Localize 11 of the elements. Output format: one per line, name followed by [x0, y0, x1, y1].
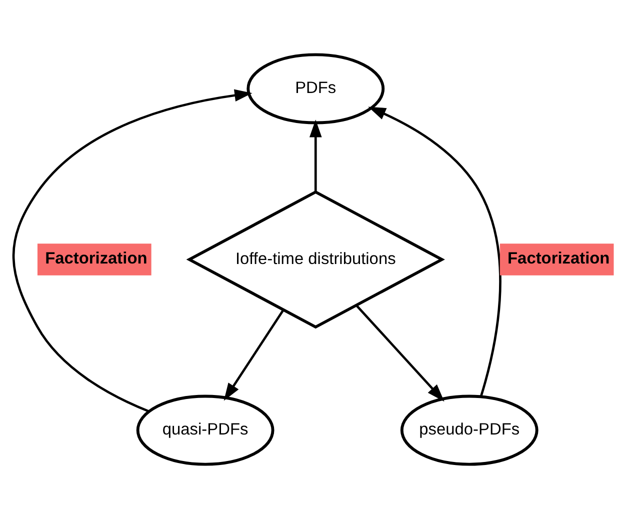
edge-label: Factorization [508, 249, 610, 268]
edge-label: Factorization [45, 249, 148, 268]
arrow [356, 304, 444, 402]
arrow [368, 106, 502, 397]
arrow [309, 120, 322, 192]
arrow [12, 89, 252, 412]
node-ellipse: pseudo-PDFs [400, 394, 538, 466]
node-diamond: Ioffe-time distributions [186, 190, 445, 329]
arrow [224, 309, 284, 401]
node-ellipse: quasi-PDFs [136, 394, 274, 466]
node-ellipse: PDFs [246, 53, 385, 124]
